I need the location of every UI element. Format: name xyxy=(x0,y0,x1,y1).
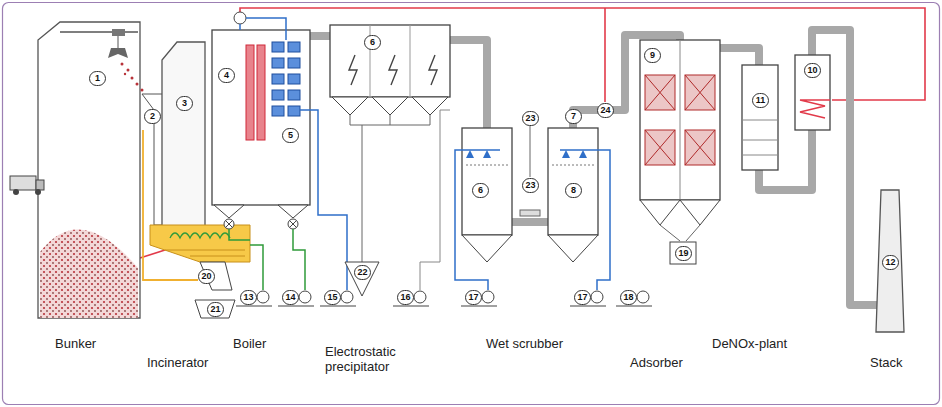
callout-number: 23 xyxy=(522,111,539,126)
callout-number: 23 xyxy=(522,178,539,193)
callout-number: 13 xyxy=(240,290,257,305)
callout-number: 17 xyxy=(574,290,591,305)
section-label: Incinerator xyxy=(147,355,208,370)
callout-number: 2 xyxy=(144,109,161,124)
callout-number: 6 xyxy=(364,35,381,50)
section-label: Electrostatic precipitator xyxy=(325,344,417,374)
callout-number: 5 xyxy=(282,128,299,143)
callout-number: 15 xyxy=(324,290,341,305)
callout-number: 16 xyxy=(397,290,414,305)
callout-number: 20 xyxy=(198,269,215,284)
callout-number: 1 xyxy=(89,71,106,86)
callout-number: 21 xyxy=(207,302,224,317)
callout-number: 14 xyxy=(282,290,299,305)
callout-number: 22 xyxy=(354,265,371,280)
callout-number: 11 xyxy=(752,93,769,108)
callout-number: 8 xyxy=(565,183,582,198)
callout-number: 12 xyxy=(882,255,899,270)
callout-number: 6 xyxy=(472,183,489,198)
callout-number: 10 xyxy=(804,63,821,78)
callout-number: 4 xyxy=(218,68,235,83)
callout-number: 18 xyxy=(620,290,637,305)
section-label: Stack xyxy=(870,355,903,370)
section-label: DeNOx-plant xyxy=(712,336,787,351)
section-label: Boiler xyxy=(233,336,266,351)
section-label: Bunker xyxy=(55,336,96,351)
callout-number: 24 xyxy=(597,103,614,118)
callout-number: 9 xyxy=(644,48,661,63)
section-label: Adsorber xyxy=(630,355,683,370)
callout-number: 3 xyxy=(176,96,193,111)
callout-number: 17 xyxy=(465,290,482,305)
section-label: Wet scrubber xyxy=(486,336,563,351)
callout-number: 19 xyxy=(675,246,692,261)
callout-number: 7 xyxy=(565,109,582,124)
